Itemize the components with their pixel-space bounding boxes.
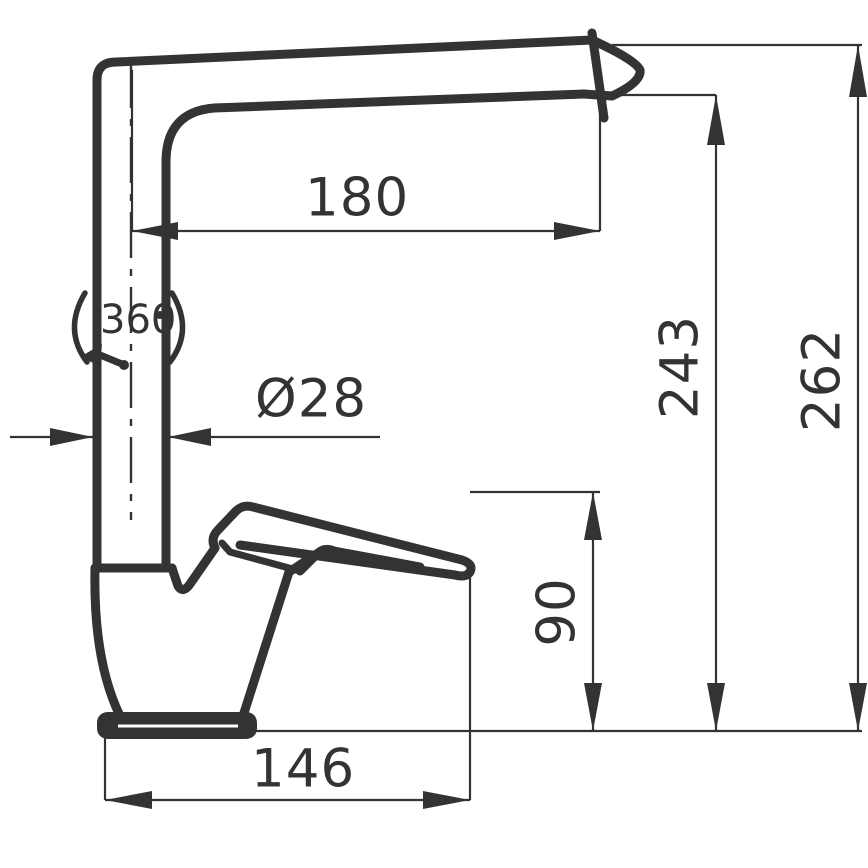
faucet-geometry <box>90 28 645 739</box>
spout-tip-nose <box>579 35 645 101</box>
dim-262-arrow-bottom-icon <box>849 683 867 731</box>
rotation-pointer-dot-icon <box>119 360 129 370</box>
dim-262-arrow-top-icon <box>849 45 867 97</box>
rotation-pointer-icon <box>96 351 126 368</box>
dimension-180: 180 <box>132 168 600 240</box>
extension-lines <box>103 43 862 800</box>
faucet-outer-profile <box>92 35 597 573</box>
dim-262-label: 262 <box>792 328 853 432</box>
dim-90-arrow-top-icon <box>584 492 602 540</box>
dim-243-arrow-bottom-icon <box>707 683 725 731</box>
rotation-symbol-group: 360 <box>71 290 186 370</box>
dim-243-arrow-top-icon <box>707 95 725 145</box>
dim-243-label: 243 <box>650 315 711 419</box>
dim-d28-label: Ø28 <box>255 369 367 430</box>
body-left-flank <box>90 563 125 721</box>
handle-lever-blade <box>208 501 476 581</box>
rotation-label: 360 <box>100 297 176 343</box>
dim-180-label: 180 <box>305 168 409 229</box>
dim-146-arrow-left-icon <box>105 791 152 809</box>
body-center-notch <box>167 543 220 594</box>
dim-d28-arrow-left-icon <box>50 428 93 446</box>
rotation-arc-left-icon <box>71 290 90 365</box>
degree-symbol-icon <box>156 311 164 319</box>
handle-lever-rib <box>218 539 304 575</box>
dim-180-arrow-left-icon <box>132 222 178 240</box>
faucet-inner-profile <box>161 89 589 573</box>
rotation-arrowhead-icon <box>80 344 102 366</box>
dim-180-arrow-right-icon <box>554 222 600 240</box>
dim-d28-arrow-right-icon <box>168 428 211 446</box>
dimension-243: 243 <box>650 95 725 731</box>
dimension-262: 262 <box>792 45 867 731</box>
dim-146-arrow-right-icon <box>423 791 470 809</box>
dimension-146: 146 <box>105 739 470 809</box>
aerator-bar-icon <box>587 28 609 123</box>
dim-90-label: 90 <box>527 577 588 646</box>
dimension-diameter-28: Ø28 <box>10 369 380 446</box>
dim-90-arrow-bottom-icon <box>584 683 602 731</box>
rotation-arc-right-icon <box>167 290 186 365</box>
dimension-90: 90 <box>527 492 602 731</box>
handle-base-edge <box>284 548 323 577</box>
dim-146-label: 146 <box>251 739 355 800</box>
body-right-flank <box>238 567 294 721</box>
aerator-notch <box>564 90 590 99</box>
